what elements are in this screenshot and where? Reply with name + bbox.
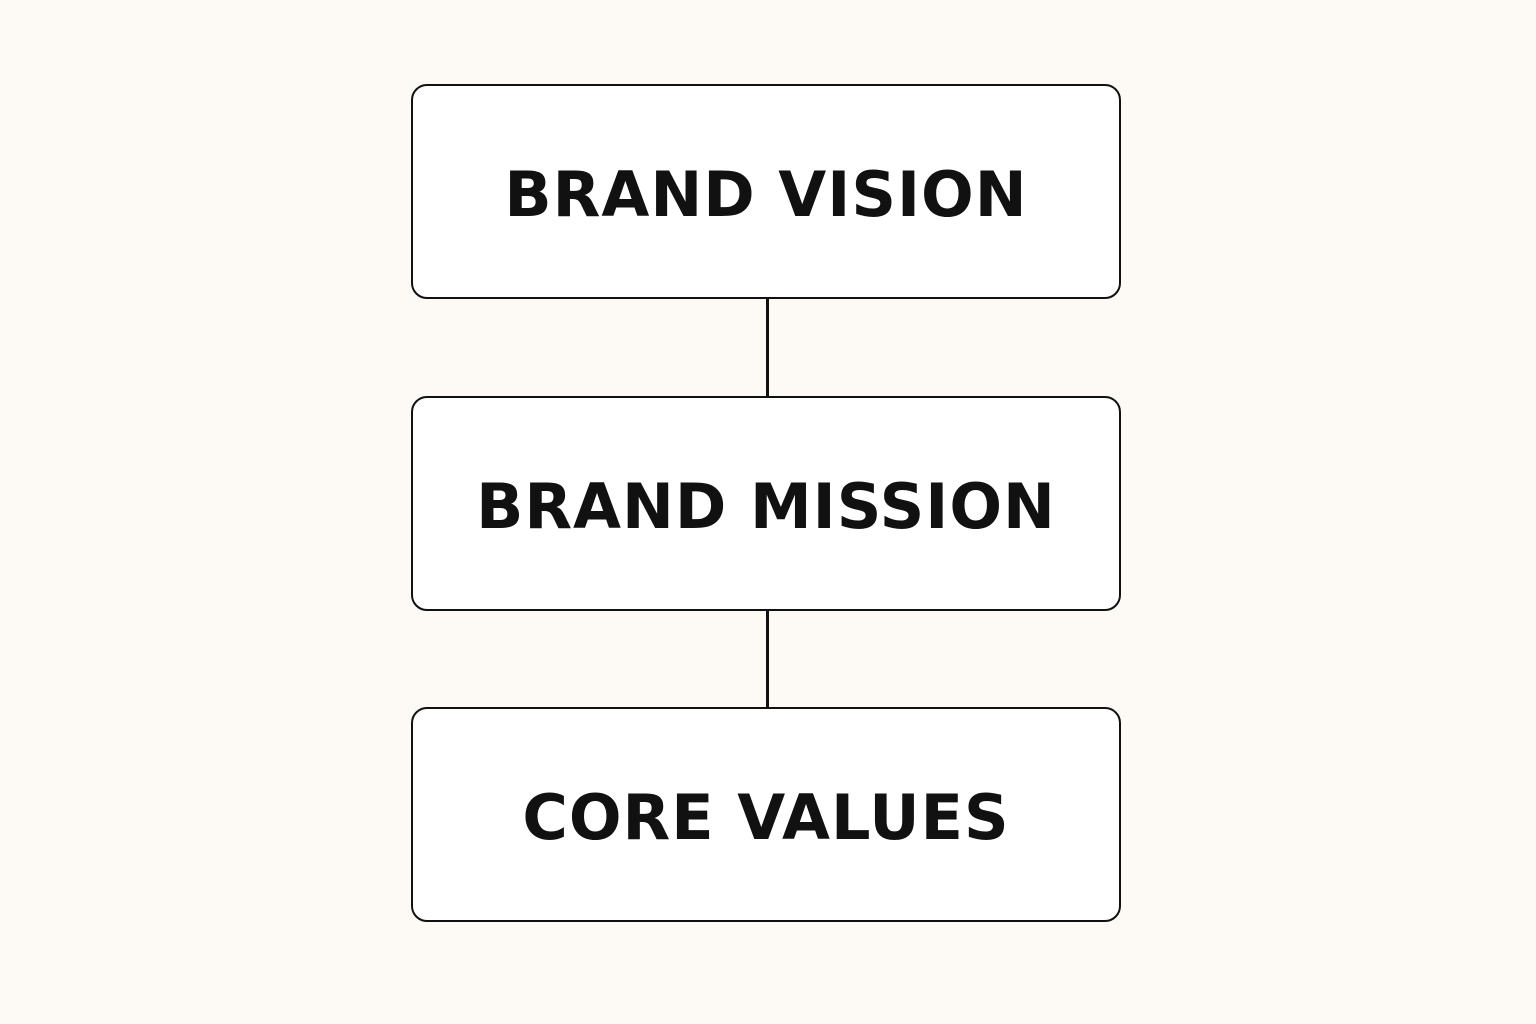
connector-mission-to-values (766, 611, 769, 707)
connector-vision-to-mission (766, 299, 769, 396)
node-label: CORE VALUES (522, 780, 1010, 854)
node-label: BRAND VISION (504, 157, 1028, 231)
node-label: BRAND MISSION (476, 469, 1056, 543)
node-core-values: CORE VALUES (411, 707, 1121, 922)
node-brand-mission: BRAND MISSION (411, 396, 1121, 611)
node-brand-vision: BRAND VISION (411, 84, 1121, 299)
